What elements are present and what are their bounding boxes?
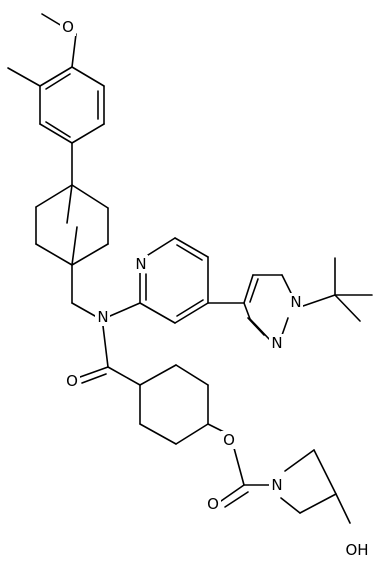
bond [107,366,141,386]
bond [66,184,73,224]
bond [41,13,63,27]
bond [71,123,105,144]
bond [284,449,315,472]
label-background [205,495,221,513]
bond [71,243,109,266]
bond-layer [7,13,373,524]
bond [35,184,73,208]
bond [45,73,71,90]
label-background [288,293,303,311]
bond [243,302,251,320]
label-background [95,308,110,326]
atom-oh: OH [345,541,368,559]
bond [79,366,109,378]
atom-n-pyridine: N [135,255,146,273]
bond [39,66,73,87]
bond [247,317,265,336]
label-background [64,372,80,390]
atom-o-amide-carbonyl: O [66,372,78,390]
label-background [269,476,285,494]
atom-n-pyrazole-2: N [271,334,282,352]
bond [280,497,301,514]
label-background [269,334,284,352]
bond [233,447,245,486]
bond [139,364,177,386]
atom-o-carbamate-carbonyl: O [207,495,219,513]
bond [313,449,337,495]
bond [299,493,337,514]
bond [139,423,177,445]
bond [207,423,225,433]
bond [174,302,209,324]
bond [176,244,203,261]
bond [224,491,249,508]
atom-o-ester: O [223,431,235,449]
atom-n-azetidine: N [271,476,282,494]
atom-label-layer: O N N N N O O O N OH [60,18,372,559]
bond [35,243,73,266]
atom-n-amide: N [97,308,108,326]
bond [174,237,209,258]
bond [71,302,96,317]
bond [175,423,209,445]
bond [176,299,204,317]
label-background [133,255,148,273]
bond [249,278,259,303]
bond [302,294,336,307]
label-background [342,541,372,559]
bond [147,237,176,256]
bond [45,121,71,138]
bond [71,226,78,266]
bond [139,302,176,324]
bond [102,325,109,368]
bond [7,67,41,87]
bond [109,302,141,317]
bond [334,294,361,322]
atom-o-methoxy: O [62,18,74,36]
bond [39,123,73,144]
label-background [60,18,76,36]
bond [71,66,105,87]
bond [175,364,209,386]
bond [335,493,351,524]
bond [81,373,107,384]
bond [281,274,292,294]
bond [243,274,254,304]
bond [220,484,245,502]
bond [71,184,109,209]
label-background [221,431,237,449]
bond [71,33,77,68]
atom-n-pyrazole-1: N [290,293,301,311]
